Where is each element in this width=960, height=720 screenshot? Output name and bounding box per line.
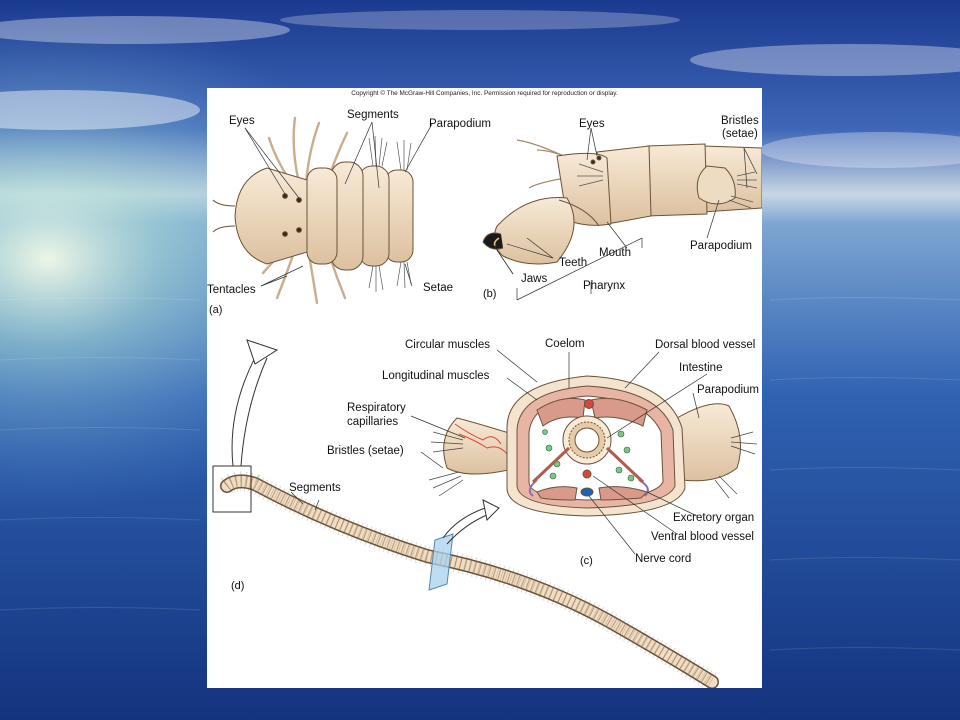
worm-head-lateral — [482, 139, 762, 265]
panel-label-a: (a) — [209, 304, 223, 316]
label-bristles-c: Bristles (setae) — [327, 445, 404, 457]
water-ripples — [0, 297, 960, 651]
label-excretory-organ: Excretory organ — [673, 512, 755, 524]
setae-tufts-c — [428, 431, 758, 499]
label-setae-b: (setae) — [722, 128, 758, 140]
leaders-b — [492, 127, 758, 301]
panel-label-d: (d) — [231, 580, 245, 592]
label-pharynx-b: Pharynx — [583, 280, 626, 292]
label-capillaries: capillaries — [347, 416, 399, 428]
label-setae-a: Setae — [423, 282, 454, 294]
label-parapodium-b: Parapodium — [690, 240, 753, 252]
label-circular-muscles: Circular muscles — [405, 339, 490, 351]
copyright-notice: Copyright © The McGraw-Hill Companies, I… — [351, 90, 618, 97]
label-intestine: Intestine — [679, 362, 723, 374]
label-coelom: Coelom — [545, 338, 585, 350]
figure-panel: Copyright © The McGraw-Hill Companies, I… — [207, 88, 762, 688]
label-dorsal-blood-vessel: Dorsal blood vessel — [655, 339, 756, 351]
label-eyes-b: Eyes — [579, 118, 605, 130]
label-teeth-b: Teeth — [559, 257, 588, 269]
worm-head-dorsal — [212, 116, 414, 305]
cloud-streaks — [0, 10, 960, 168]
setae-tufts-a — [368, 135, 412, 292]
label-mouth-b: Mouth — [599, 247, 631, 259]
leaders-a — [244, 121, 433, 287]
leaders-c — [410, 349, 708, 555]
label-bristles-b: Bristles — [721, 115, 759, 127]
cross-section — [428, 375, 758, 517]
label-tentacles-a: Tentacles — [207, 284, 256, 296]
label-ventral-blood-vessel: Ventral blood vessel — [651, 531, 754, 543]
panel-label-b: (b) — [483, 288, 497, 300]
label-eyes-a: Eyes — [229, 115, 255, 127]
panel-label-c: (c) — [580, 555, 593, 567]
label-segments-a: Segments — [347, 109, 399, 121]
coelom-cells — [542, 429, 635, 482]
label-respiratory: Respiratory — [347, 402, 406, 414]
label-parapodium-a: Parapodium — [429, 118, 492, 130]
label-longitudinal-muscles: Longitudinal muscles — [382, 370, 490, 382]
whole-worm — [212, 339, 719, 688]
polychaete-diagram — [212, 116, 762, 688]
label-segments-d: Segments — [289, 482, 341, 494]
label-jaws-b: Jaws — [521, 273, 548, 285]
label-nerve-cord: Nerve cord — [635, 553, 692, 565]
label-parapodium-c: Parapodium — [697, 384, 760, 396]
